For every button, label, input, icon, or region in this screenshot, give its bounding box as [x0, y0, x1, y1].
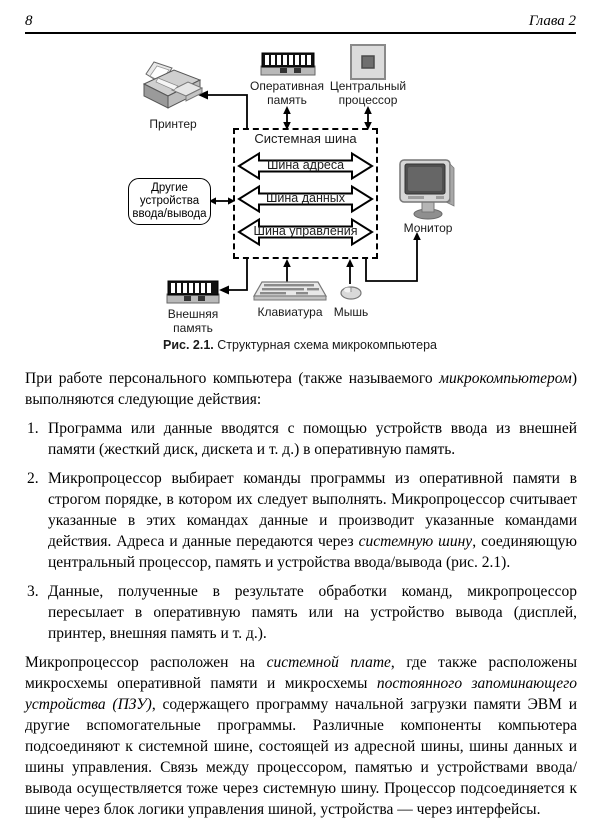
body-text: При работе персонального компьютера (так… [25, 368, 577, 828]
system-bus-label: Системная шина [254, 131, 357, 146]
external-memory-label: Внешняя память [167, 307, 219, 335]
ram-label: Оперативная память [250, 79, 324, 107]
address-bus-arrow-shape [237, 151, 374, 181]
keyboard-label: Клавиатура [257, 305, 323, 319]
list-item-3-number: 3. [27, 583, 39, 600]
ram-chip-icon [260, 52, 316, 76]
outro-paragraph: Микропроцессор расположен на системной п… [25, 654, 578, 818]
page-header: 8 Глава 2 [25, 8, 576, 34]
printer-connector-line [207, 94, 248, 128]
figure-2-1-diagram: Системная шина Шина адреса Шина данных Ш… [0, 38, 600, 368]
keyboard-icon [252, 281, 328, 301]
printer-icon [142, 61, 204, 109]
external-memory-chip-icon [166, 280, 220, 304]
mouse-label: Мышь [333, 305, 369, 319]
list-item-3: 3. Данные, полученные в результате обраб… [25, 581, 577, 644]
list-item-2-text: Микропроцессор выбирает команды программ… [48, 470, 578, 571]
address-bus-label: Шина адреса [266, 158, 345, 172]
chapter-title: Глава 2 [528, 13, 576, 29]
figure-caption-text: Структурная схема микрокомпьютера [213, 338, 437, 352]
figure-caption: Рис. 2.1. Структурная схема микрокомпьют… [0, 338, 600, 352]
mouse-icon [340, 286, 362, 300]
external-memory-connector-line [228, 259, 248, 291]
list-item-1-number: 1. [27, 420, 39, 437]
cpu-chip-icon [350, 44, 386, 80]
bus-fat-arrows [237, 151, 374, 247]
arrowheads [198, 90, 421, 295]
page-number: 8 [25, 13, 33, 29]
diagram-connector-lines [198, 90, 421, 295]
list-item-2: 2. Микропроцессор выбирает команды прогр… [25, 468, 577, 573]
list-item-1-text: Программа или данные вводятся с помощью … [48, 420, 577, 458]
monitor-connector-line [365, 239, 418, 282]
data-bus-arrow-shape [237, 184, 374, 214]
monitor-icon [399, 159, 455, 220]
control-bus-arrow-shape [237, 217, 374, 247]
list-item-2-number: 2. [27, 470, 39, 487]
list-item-1: 1. Программа или данные вводятся с помощ… [25, 418, 577, 460]
system-bus-dashed-box [233, 128, 378, 259]
monitor-label: Монитор [403, 221, 453, 235]
other-io-devices-box: Другие устройства ввода/вывода [128, 178, 211, 225]
figure-caption-number: Рис. 2.1. [163, 338, 214, 352]
intro-paragraph: При работе персонального компьютера (так… [25, 370, 577, 408]
list-item-3-text: Данные, полученные в результате обработк… [48, 583, 577, 642]
printer-label: Принтер [149, 117, 197, 131]
data-bus-label: Шина данных [265, 191, 346, 205]
cpu-label: Центральный процессор [329, 79, 407, 107]
other-io-devices-label: Другие устройства ввода/вывода [132, 182, 207, 220]
control-bus-label: Шина управления [253, 224, 358, 238]
